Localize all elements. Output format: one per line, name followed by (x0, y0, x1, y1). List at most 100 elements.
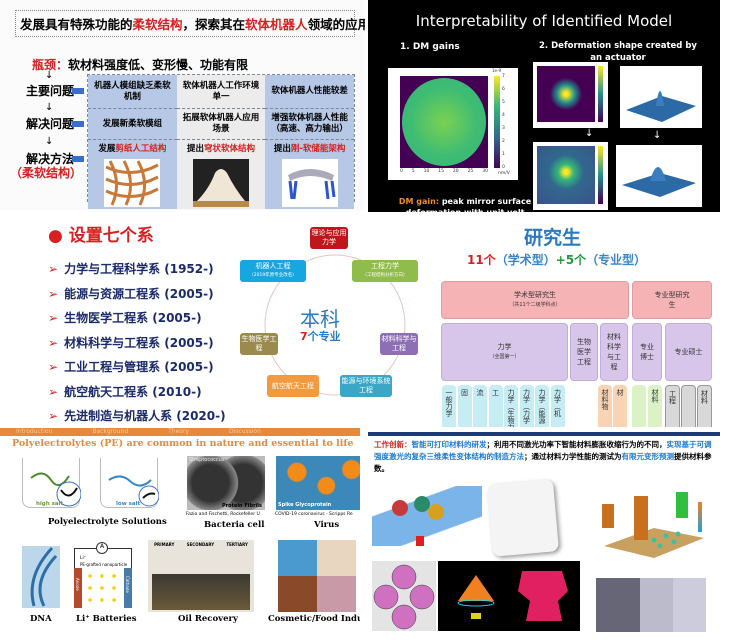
title-highlight: 柔软结构 (132, 17, 183, 32)
right-arrow-icon (72, 88, 84, 94)
method-cell: 发展剪纸人工结构 (88, 140, 177, 209)
professional-box: 专业型研究生 (632, 281, 712, 319)
nav-item[interactable]: Background (92, 428, 129, 435)
method-cell: 提出穹状软体结构 (176, 140, 266, 209)
nav-item[interactable]: Introduction (16, 428, 53, 435)
sub-discipline-label: 材料 (651, 389, 659, 403)
bottleneck-label: 瓶颈： (32, 58, 69, 72)
sub-discipline-label: 流 (476, 389, 484, 396)
center-sub: 7个专业 (300, 328, 341, 344)
major-node: 工程力学（工程结构分析方向） (352, 260, 418, 282)
sub-discipline: 固 (457, 385, 472, 427)
kirigami-image (104, 159, 161, 207)
sub-discipline: 力学（能源 (535, 385, 549, 427)
highlight: 有限元变形预测 (621, 452, 675, 461)
sub-discipline: 力学（力学 (519, 385, 534, 427)
slide-title: 发展具有特殊功能的柔软结构，探索其在软体机器人领域的应用。 (15, 10, 365, 37)
sub-discipline: 材 (613, 385, 627, 427)
bullet-arrow-icon: ➢ (48, 409, 59, 423)
highlight: 实现基于可调强度激光的复杂三维柔性变体结构的制造方法 (374, 440, 712, 461)
major-name: 机器人工程 (255, 262, 291, 270)
sub-discipline-label: 材料物 (601, 389, 609, 410)
heading-text: 设置七个系 (68, 226, 154, 246)
sub-discipline: 材料 (648, 385, 662, 427)
department-item: ➢生物医学工程系 (2005-) (48, 309, 202, 326)
right-arrow-icon (72, 121, 84, 127)
nav-item[interactable]: Discussion (229, 428, 261, 435)
label-bacteria: Bacteria cell (204, 520, 265, 530)
major-name: 能源与环境系统工程 (341, 377, 391, 394)
tick: 1 (502, 152, 505, 157)
bacteria-credit: Fazio and Fischetti, Rockefeller U (186, 512, 260, 517)
prof-phd-box: 专业博士 (632, 323, 662, 381)
sub-discipline-label: 力学（生物力 (507, 389, 515, 427)
caption: DM gain: peak mirror surface deformation… (390, 196, 540, 212)
major-name: 航空航天工程 (272, 381, 314, 390)
slide-title: Interpretability of Identified Model (415, 12, 673, 30)
sub-discipline (681, 385, 696, 427)
sub-discipline-label: 材 (616, 389, 624, 396)
title-part: 发展具有特殊功能的 (20, 17, 133, 32)
mechanics-box: 力学（全国第一） (441, 323, 568, 381)
department-label: 能源与资源工程系 (2005-) (64, 286, 214, 301)
nav-item[interactable]: Theory (168, 428, 189, 435)
sub-discipline-label: 力学（机 (553, 389, 562, 417)
major-note: （2019年原专业改名） (249, 273, 297, 278)
robot-image (281, 159, 338, 207)
sub-discipline-label: 工程 (668, 390, 677, 404)
bullet-arrow-icon: ➢ (48, 311, 59, 325)
method-highlight: 剪纸人工结构 (115, 144, 167, 154)
center-title: 本科 (300, 307, 340, 331)
method-cell: 提出刚-软储能架构 (265, 140, 354, 209)
unit-label: nm/V (498, 171, 510, 176)
bullet-arrow-icon: ➢ (48, 360, 59, 374)
sub-discipline: 力学（生物力 (504, 385, 518, 427)
virus-image (276, 456, 360, 510)
header-bar (368, 432, 720, 436)
tick: 2 (502, 139, 505, 144)
tick: 25 (467, 169, 474, 174)
row-sublabel: （柔软结构） (10, 166, 83, 180)
major-node: 机器人工程 （2019年原专业改名） (240, 260, 306, 282)
sub-discipline (632, 385, 646, 427)
slide-nav: Introduction Background Theory Discussion (0, 428, 360, 436)
label-virus: Virus (314, 520, 340, 530)
tick: 0 (502, 165, 505, 170)
battery-diagram: A Li⁺ PE-grafted nanoparticle Anode Cath… (72, 542, 134, 610)
materials-box: 材料科学与工程 (600, 323, 628, 381)
actuator-shape-2d (533, 62, 608, 128)
graduate-slide: 研究生 11个（学术型）+5个（专业型） 学术型研究生（共11个二级学科点） 专… (435, 215, 730, 427)
academic-count: 11个 (467, 253, 496, 267)
bacteria-tag: Streptococcus (189, 457, 225, 463)
major-node: 航空航天工程 (267, 375, 319, 397)
down-arrow-icon: ↓ (585, 128, 594, 139)
title-part: 领域的应用。 (307, 17, 365, 32)
method-prefix: 提出 (186, 144, 204, 154)
method-highlight: 穹状软体结构 (203, 144, 255, 154)
text: ；通过材料力学性能的测试为 (524, 452, 622, 461)
problem-cell: 软体机器人性能较差 (265, 75, 354, 109)
colorbar (494, 76, 500, 168)
laser-printing-illustration (372, 486, 482, 546)
sub-discipline-label: 固 (460, 389, 469, 396)
major-name: 材料科学与工程 (381, 335, 417, 352)
academic-type: （学术型） (495, 253, 556, 267)
major-name: 工程力学 (371, 262, 399, 270)
academic-box: 学术型研究生（共11个二级学科点） (441, 281, 629, 319)
department-item: ➢材料科学与工程系 (2005-) (48, 334, 214, 351)
simulation-top-view (372, 561, 436, 631)
major-node: 材料科学与工程 (380, 333, 418, 355)
professional-type: （专业型） (586, 253, 647, 267)
tick: 0 (400, 169, 403, 174)
center-sub-text: 个专业 (307, 330, 341, 343)
measured-shape-3d (616, 145, 702, 207)
beaker-low-salt (100, 458, 160, 508)
major-node: 理论与应用力学 (310, 227, 348, 249)
measured-shape-2d (533, 142, 608, 210)
sub-discipline: 工程 (665, 385, 680, 427)
down-arrow-icon: ↓ (45, 102, 54, 113)
label: 学术型研究生 (514, 291, 556, 299)
major-ring (264, 254, 406, 396)
